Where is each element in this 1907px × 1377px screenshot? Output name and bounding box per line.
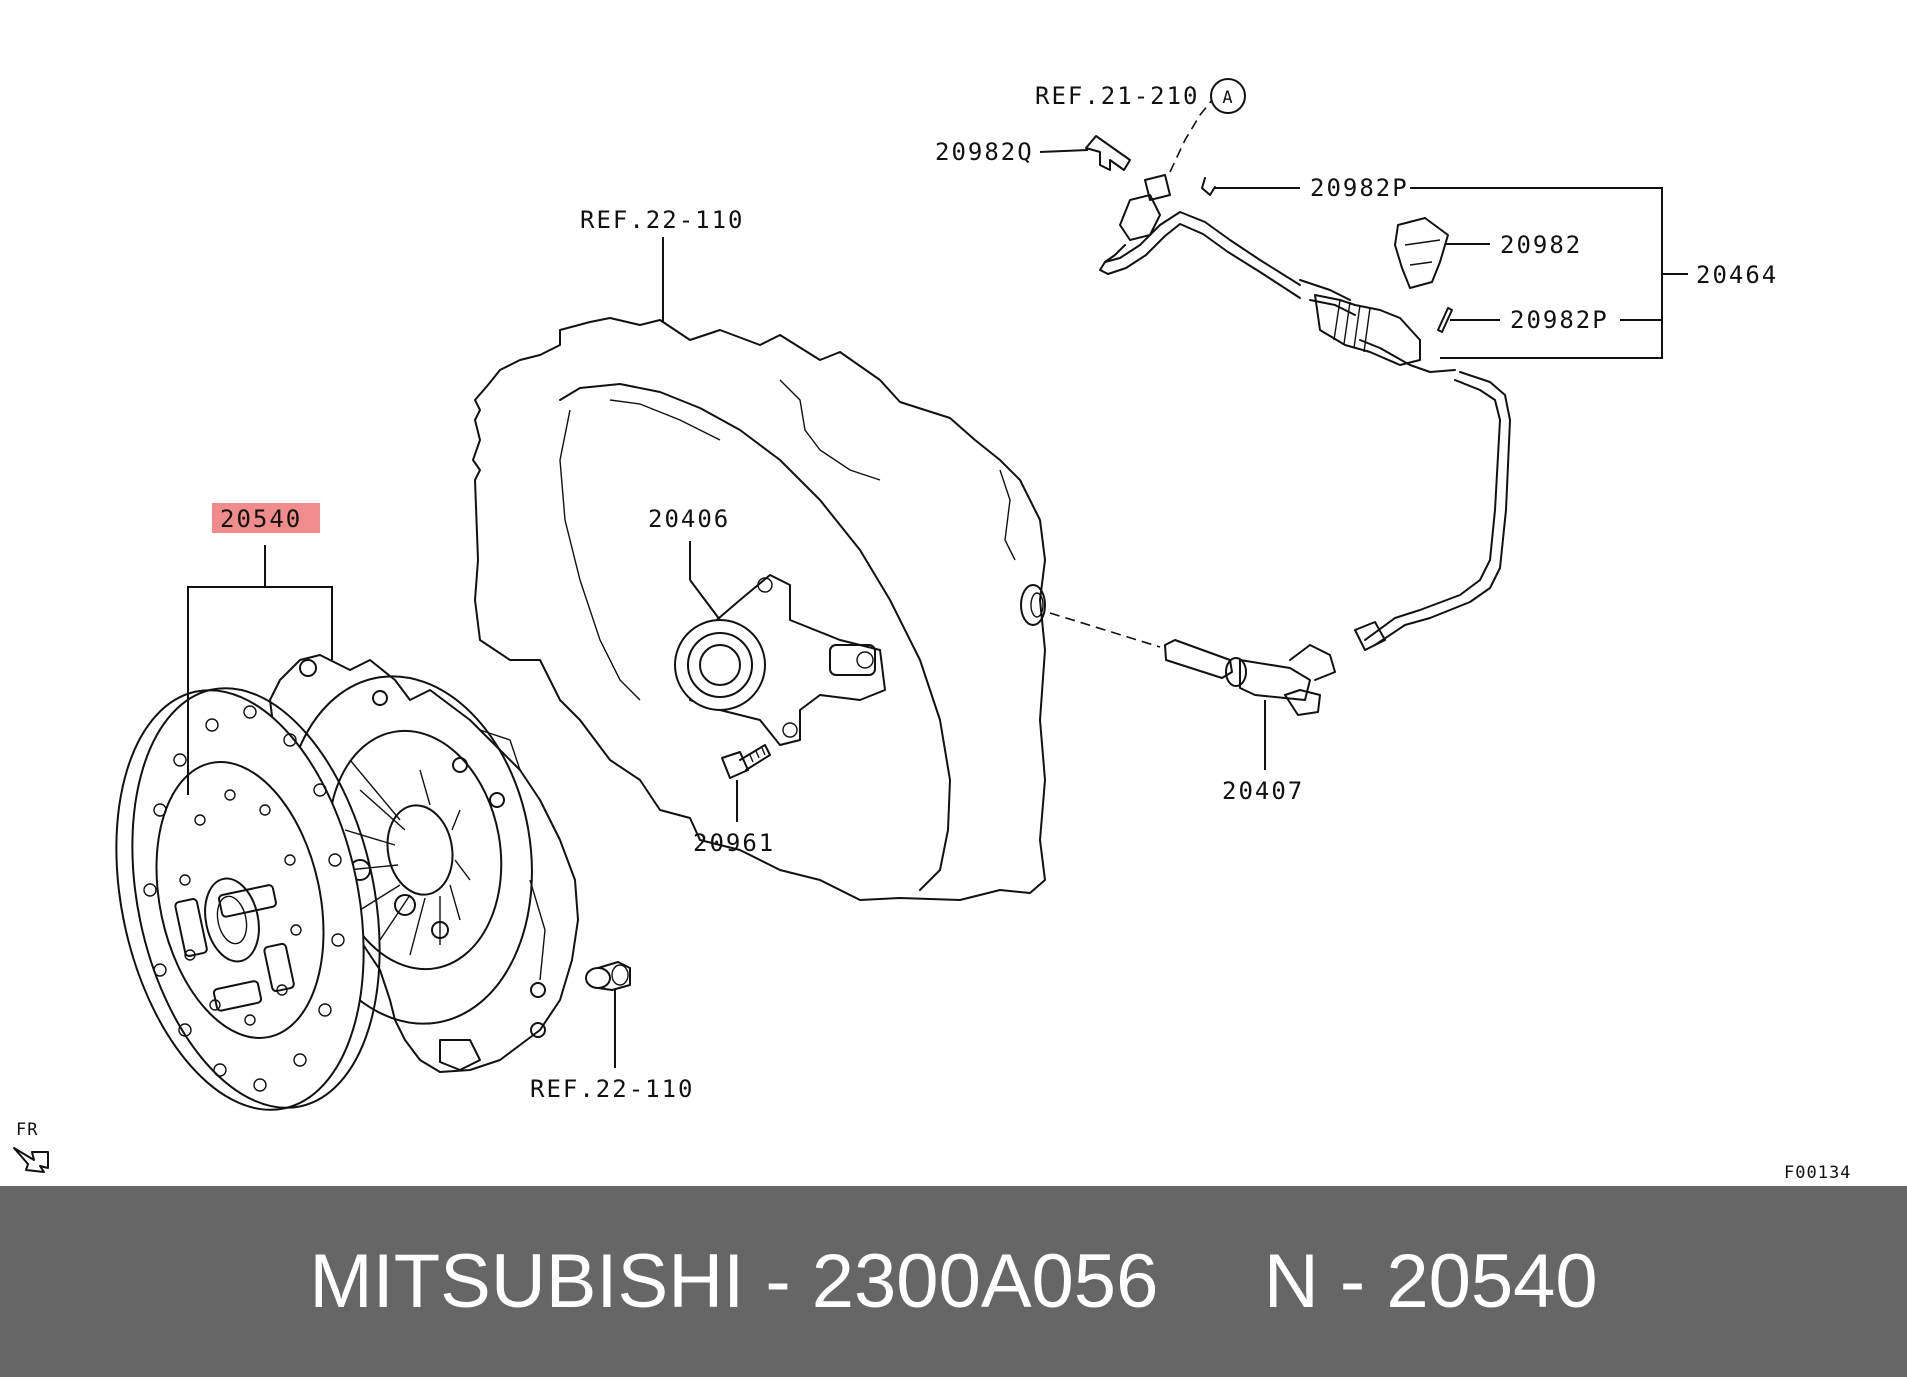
transmission-housing bbox=[472, 317, 1046, 901]
callout-a-circle bbox=[1210, 78, 1246, 114]
p20540-label: 20540 bbox=[220, 505, 302, 533]
p20982p-top-label: 20982P bbox=[1310, 174, 1409, 202]
fr-label: FR bbox=[16, 1120, 38, 1140]
p20961-label: 20961 bbox=[693, 829, 775, 857]
p20407-label: 20407 bbox=[1222, 777, 1304, 805]
parts-diagram: REF.22-110 20406 20961 20407 bbox=[13, 78, 1851, 1183]
ref-21-210-label: REF.21-210 bbox=[1035, 82, 1200, 110]
figure-code-label: F00134 bbox=[1784, 1163, 1851, 1183]
clip-20982q bbox=[1085, 135, 1131, 171]
footer-part-number: MITSUBISHI - 2300A056 N - 20540 bbox=[309, 1239, 1598, 1324]
release-bearing-assembly bbox=[674, 574, 886, 746]
footer-bar: MITSUBISHI - 2300A056 N - 20540 bbox=[0, 1186, 1907, 1377]
slave-cylinder bbox=[1049, 612, 1336, 716]
pilot-bushing bbox=[585, 961, 631, 991]
bolt-20961 bbox=[721, 744, 771, 779]
p20982q-label: 20982Q bbox=[935, 138, 1034, 166]
p20982p-bottom-label: 20982P bbox=[1510, 306, 1609, 334]
p20464-label: 20464 bbox=[1696, 261, 1778, 289]
p20540-highlight bbox=[212, 503, 320, 533]
callout-a-label: A bbox=[1222, 88, 1233, 108]
p20406-label: 20406 bbox=[648, 505, 730, 533]
bracket-20540 bbox=[187, 586, 333, 795]
clip-20982p-top bbox=[1201, 177, 1216, 196]
ref-22-110-bottom-label: REF.22-110 bbox=[530, 1075, 695, 1103]
ref-22-110-top-label: REF.22-110 bbox=[580, 206, 745, 234]
p20982-label: 20982 bbox=[1500, 231, 1582, 259]
front-arrow-icon bbox=[13, 1147, 49, 1173]
connector-20982 bbox=[1394, 217, 1449, 289]
clutch-disc bbox=[115, 687, 381, 1111]
clutch-line-assembly bbox=[1099, 99, 1511, 651]
clip-20982p-bottom bbox=[1437, 307, 1453, 333]
